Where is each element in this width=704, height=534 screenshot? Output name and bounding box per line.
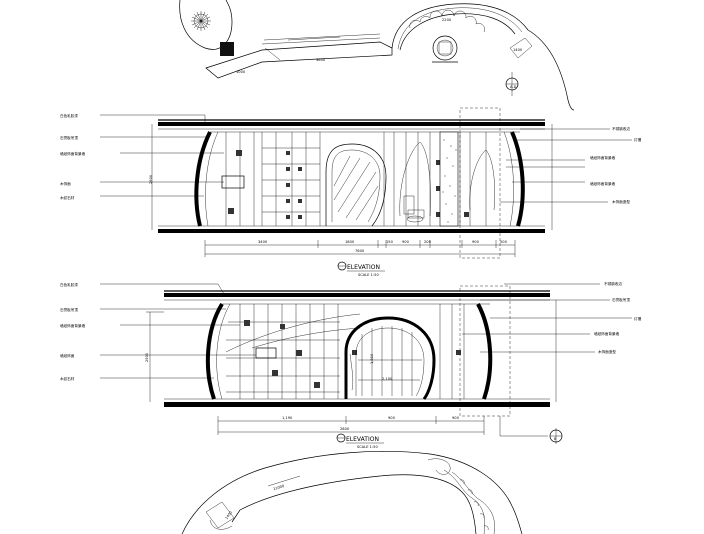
plan-dim-small: 1000 [236, 70, 246, 74]
svg-text:150: 150 [386, 240, 394, 244]
svg-text:900: 900 [472, 240, 480, 244]
svg-text:石膏板吊顶: 石膏板吊顶 [612, 297, 630, 302]
svg-text:白色乳胶漆: 白色乳胶漆 [60, 113, 78, 118]
section-marker-bottom: B [499, 416, 563, 444]
elev2-title: ELEVATION SCALE 1:50 [336, 433, 384, 449]
svg-text:1,910: 1,910 [370, 353, 374, 364]
svg-text:墙纸饰面背景墙: 墙纸饰面背景墙 [60, 323, 86, 328]
svg-text:木纹石材: 木纹石材 [60, 376, 75, 381]
svg-text:B: B [554, 437, 557, 441]
svg-text:SCALE 1:50: SCALE 1:50 [357, 445, 378, 449]
svg-text:木饰面: 木饰面 [60, 181, 71, 186]
svg-text:木饰面造型: 木饰面造型 [612, 199, 630, 204]
svg-text:200: 200 [424, 240, 432, 244]
elev1-right-callouts: 不锈钢收边 灯槽 墙纸饰面背景墙 墙纸饰面背景墙 木饰面造型 [500, 124, 642, 230]
elev2-right-callouts: 不锈钢收边 石膏板吊顶 灯槽 墙纸饰面背景墙 木饰面造型 [462, 281, 642, 402]
svg-text:900: 900 [402, 240, 410, 244]
svg-text:石膏板吊顶: 石膏板吊顶 [60, 135, 78, 140]
svg-text:墙纸饰面: 墙纸饰面 [60, 353, 75, 358]
svg-text:墙纸饰面背景墙: 墙纸饰面背景墙 [60, 151, 86, 156]
svg-text:7600: 7600 [355, 249, 365, 253]
plan-dim-main: 3600 [316, 58, 326, 62]
svg-text:墙纸饰面背景墙: 墙纸饰面背景墙 [590, 155, 616, 160]
svg-text:不锈钢收边: 不锈钢收边 [612, 126, 630, 131]
section-marker-top: A-D [505, 72, 519, 96]
plant-symbol [191, 11, 211, 31]
plan-dim-curve: 2200 [442, 18, 452, 22]
tile-ornaments-2 [244, 320, 461, 388]
elev1-left-callouts: 白色乳胶漆 石膏板吊顶 墙纸饰面背景墙 木饰面 木纹石材 2900 [60, 113, 224, 230]
tile-ornaments-1 [228, 150, 469, 219]
svg-text:1,190: 1,190 [282, 416, 293, 420]
svg-text:2,100: 2,100 [382, 377, 393, 381]
svg-text:2900: 2900 [145, 352, 149, 362]
elevation-1: 白色乳胶漆 石膏板吊顶 墙纸饰面背景墙 木饰面 木纹石材 2900 不锈钢收边 … [60, 107, 642, 277]
svg-text:墙纸饰面背景墙: 墙纸饰面背景墙 [594, 331, 620, 336]
svg-text:ELEVATION: ELEVATION [347, 264, 380, 271]
arched-door-1 [325, 143, 387, 227]
svg-text:2900: 2900 [149, 174, 153, 184]
column-block [220, 42, 234, 56]
elev2-left-callouts: 白色乳胶漆 石膏板吊顶 墙纸饰面背景墙 墙纸饰面 木纹石材 2900 [60, 282, 256, 402]
svg-text:灯槽: 灯槽 [634, 137, 642, 142]
svg-text:木饰面造型: 木饰面造型 [598, 349, 616, 354]
plan-bottom-dim-b: 11000 [273, 484, 286, 492]
plan-dim-right: 1400 [513, 48, 523, 52]
svg-text:石膏板吊顶: 石膏板吊顶 [60, 307, 78, 312]
svg-text:SCALE 1:50: SCALE 1:50 [358, 273, 379, 277]
svg-text:900: 900 [388, 416, 396, 420]
elev1-title: ELEVATION SCALE 1:50 [337, 261, 385, 277]
svg-text:900: 900 [452, 416, 460, 420]
svg-text:墙纸饰面背景墙: 墙纸饰面背景墙 [590, 181, 616, 186]
top-plan-view: 1000 3600 2200 1400 A-D [179, 0, 575, 111]
svg-text:2800: 2800 [340, 427, 350, 431]
elevation-2: 2,100 1,910 白色乳胶漆 石膏板吊顶 墙纸饰面背景墙 墙纸饰面 木纹石… [60, 281, 642, 449]
elev2-dimensions: 1,190 900 900 2800 [217, 416, 485, 435]
elev1-dimensions: 3400 1800 150 900 200 900 500 7600 [204, 240, 516, 257]
svg-text:500: 500 [500, 240, 508, 244]
svg-text:A-D: A-D [510, 85, 517, 89]
plan-bottom-dim-a: 1400 [225, 510, 234, 520]
svg-text:不锈钢收边: 不锈钢收边 [604, 281, 622, 286]
svg-text:白色乳胶漆: 白色乳胶漆 [60, 282, 78, 287]
bottom-plan-view: 11000 1400 [181, 451, 523, 534]
svg-text:木纹石材: 木纹石材 [60, 195, 75, 200]
svg-text:灯槽: 灯槽 [634, 316, 642, 321]
svg-text:1800: 1800 [345, 240, 355, 244]
svg-text:3400: 3400 [258, 240, 268, 244]
svg-text:ELEVATION: ELEVATION [346, 436, 379, 443]
arched-door-2: 2,100 1,910 [344, 316, 436, 400]
